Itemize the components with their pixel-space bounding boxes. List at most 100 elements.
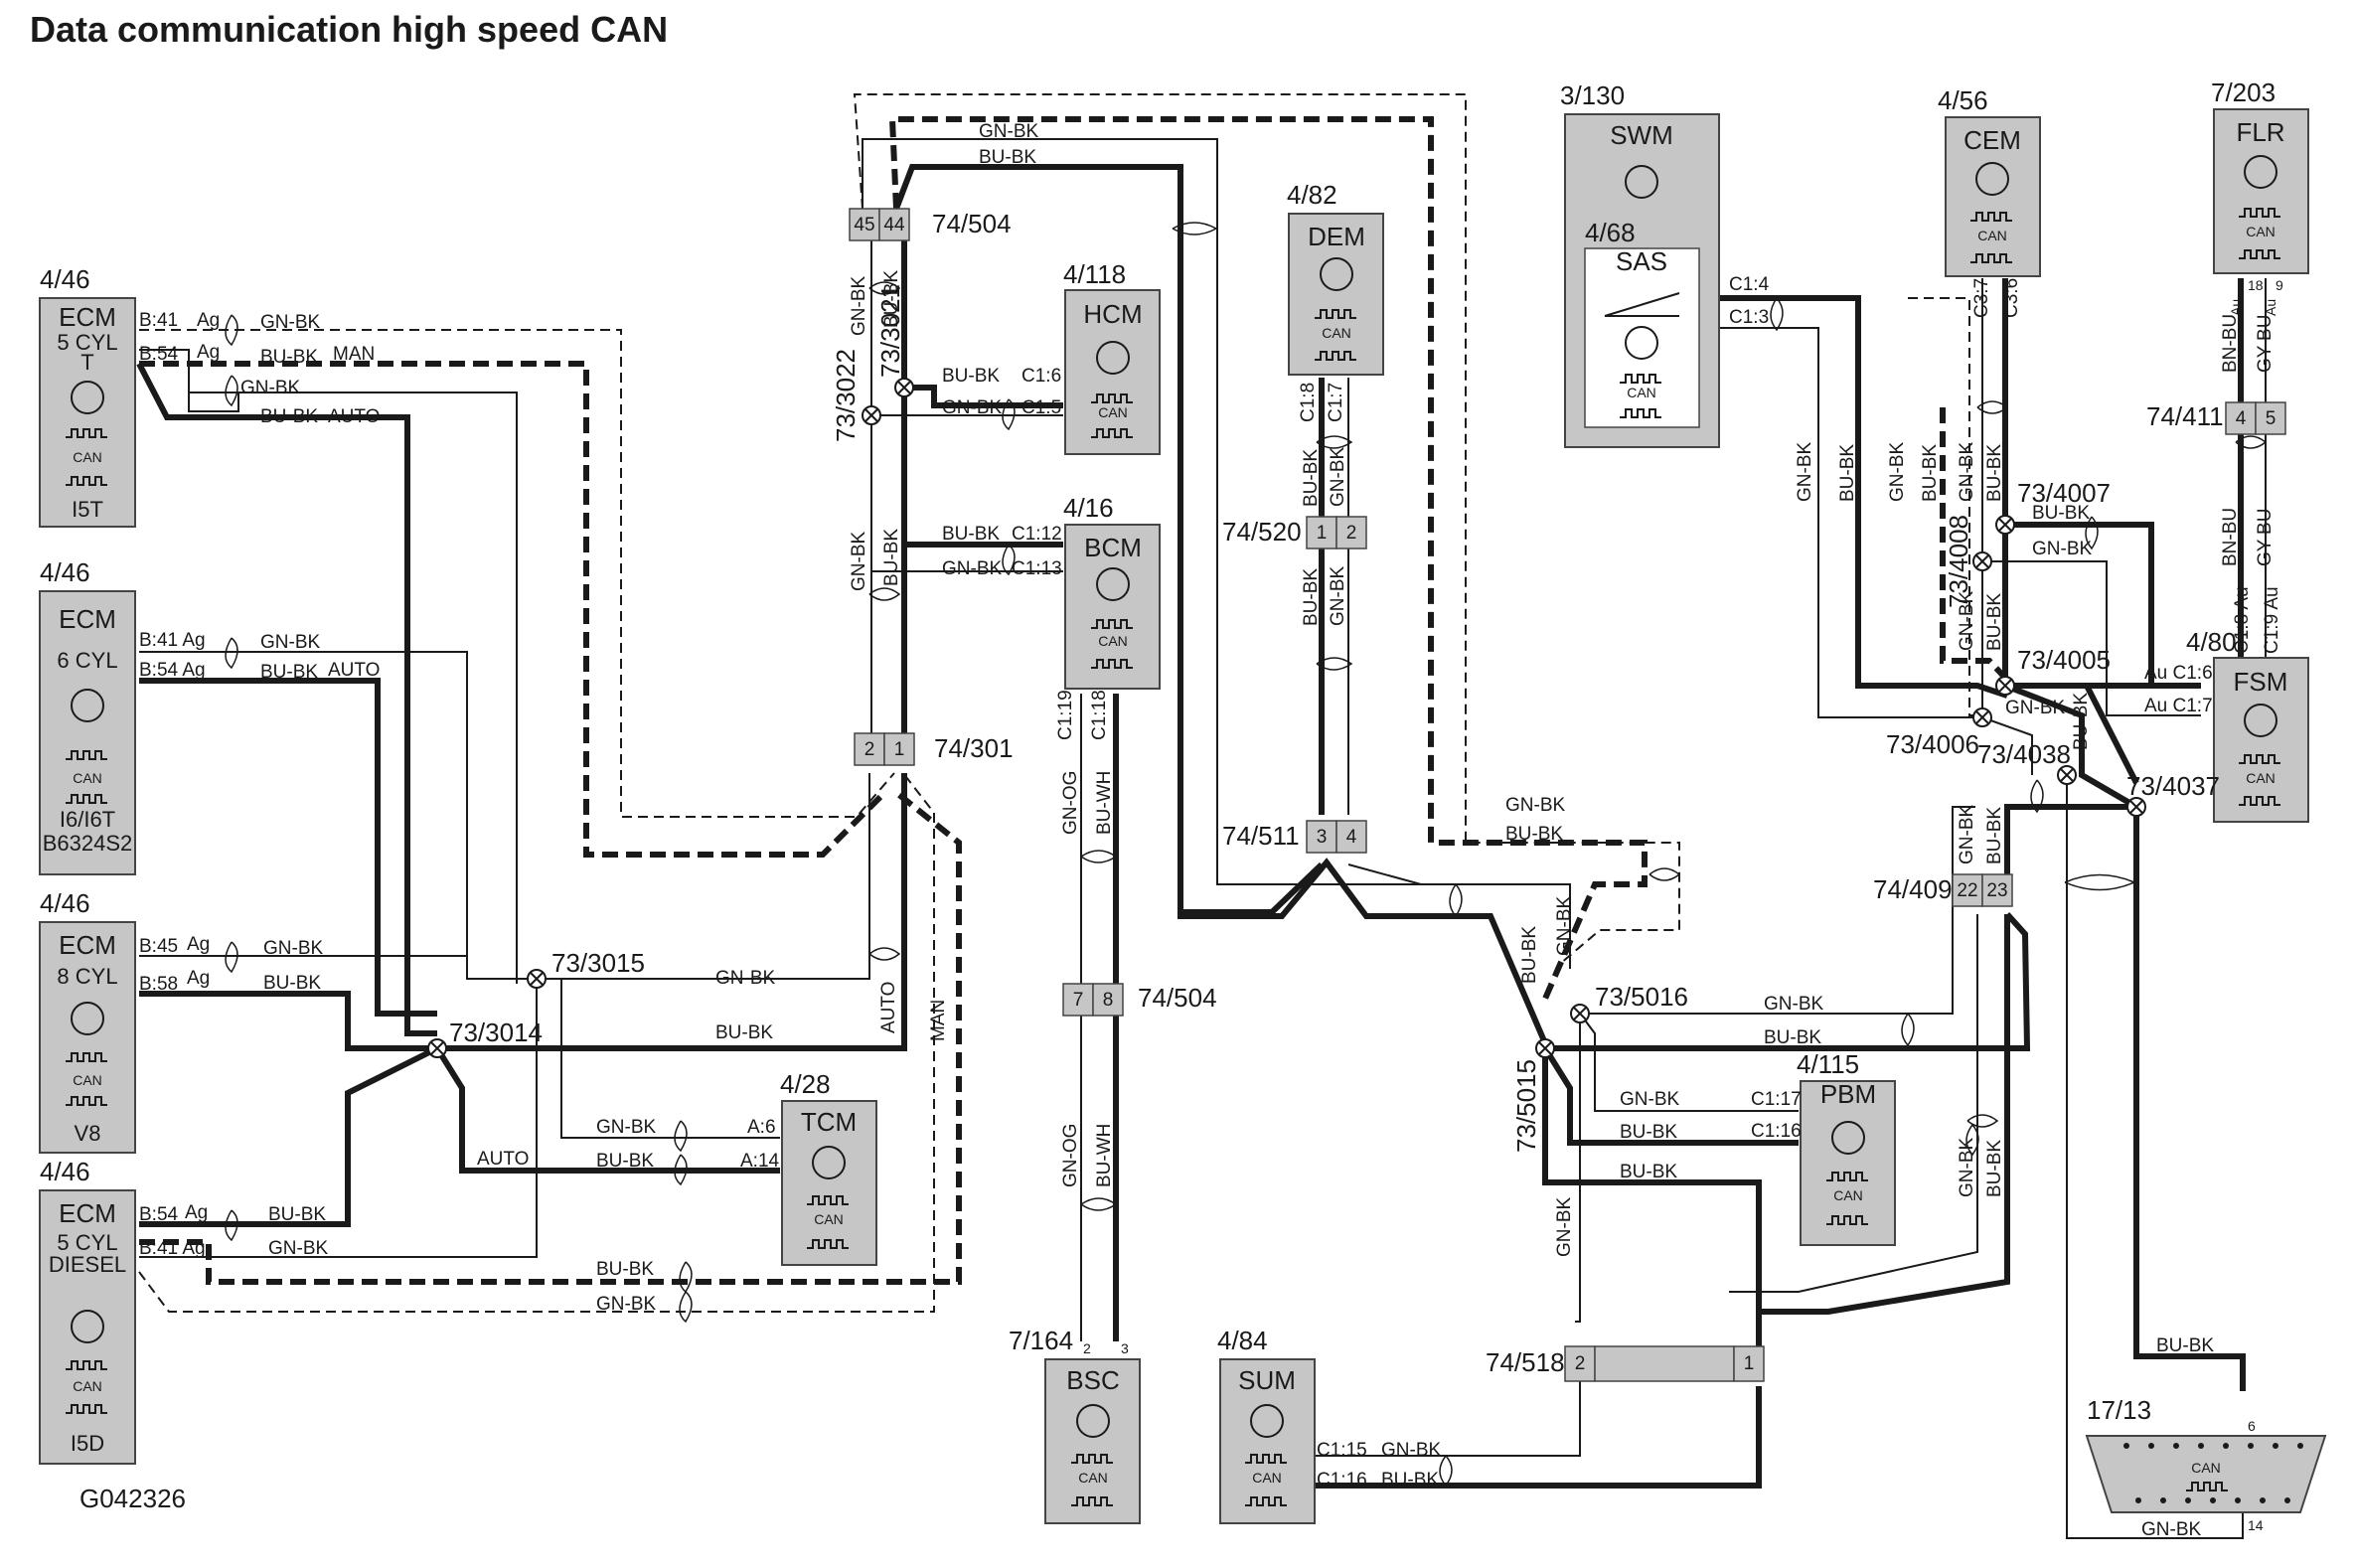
svg-text:4/115: 4/115 bbox=[1797, 1049, 1859, 1079]
transistor-icon bbox=[1320, 257, 1353, 291]
svg-text:I6/I6T: I6/I6T bbox=[60, 807, 115, 832]
transistor-icon bbox=[1975, 162, 2009, 196]
bcm-module: 4/16 BCM CAN C1:12 C1:13 C1:19 C1:18 bbox=[1012, 493, 1161, 740]
angle-sensor-icon bbox=[1604, 292, 1680, 317]
svg-text:BU-BK: BU-BK bbox=[881, 529, 902, 586]
transistor-icon bbox=[71, 1002, 104, 1035]
connector-74-411: 4 5 74/411 bbox=[2146, 401, 2286, 435]
svg-text:73/4006: 73/4006 bbox=[1886, 729, 1979, 759]
svg-text:B:41 Ag: B:41 Ag bbox=[139, 1238, 206, 1259]
transistor-icon bbox=[71, 381, 104, 414]
svg-text:MAN: MAN bbox=[928, 1000, 949, 1041]
svg-text:C1:17: C1:17 bbox=[1751, 1089, 1802, 1110]
splice-labels: 73/3022 73/3021 73/3015 73/3014 73/5016 … bbox=[449, 284, 2220, 1153]
svg-text:C3:6: C3:6 bbox=[2001, 278, 2022, 318]
svg-text:73/4038: 73/4038 bbox=[1977, 739, 2071, 769]
svg-text:GY-BU: GY-BU bbox=[2255, 509, 2276, 566]
svg-text:7: 7 bbox=[1073, 990, 1084, 1011]
svg-text:B:41 Ag: B:41 Ag bbox=[139, 630, 206, 651]
svg-text:BU-BK: BU-BK bbox=[1381, 1470, 1439, 1490]
svg-text:BU-BK: BU-BK bbox=[1620, 1162, 1677, 1182]
svg-text:B:45: B:45 bbox=[139, 936, 178, 957]
svg-text:GN-OG: GN-OG bbox=[1060, 771, 1081, 835]
svg-text:Au: Au bbox=[2263, 299, 2278, 316]
svg-text:BU-BK: BU-BK bbox=[263, 973, 321, 994]
svg-text:DIESEL: DIESEL bbox=[49, 1252, 126, 1277]
svg-text:PBM: PBM bbox=[1820, 1079, 1876, 1109]
splice-4008 bbox=[1972, 551, 1992, 571]
svg-text:GN-BK: GN-BK bbox=[2032, 539, 2093, 559]
svg-text:BU-BK: BU-BK bbox=[1984, 444, 2005, 502]
can-waveform-icon bbox=[1071, 1454, 1113, 1464]
svg-text:74/518: 74/518 bbox=[1486, 1347, 1565, 1377]
svg-text:BN-BU: BN-BU bbox=[2220, 314, 2241, 373]
svg-text:Ag: Ag bbox=[197, 310, 220, 331]
svg-text:CAN: CAN bbox=[1322, 325, 1351, 341]
twist-markers bbox=[225, 222, 2268, 1488]
cem-module: 4/56 CEM CAN C3:7 C3:6 bbox=[1938, 85, 2041, 318]
svg-text:6: 6 bbox=[2248, 1418, 2256, 1434]
svg-text:73/3022: 73/3022 bbox=[831, 349, 861, 442]
svg-text:BU-WH: BU-WH bbox=[1094, 771, 1115, 835]
svg-text:CAN: CAN bbox=[814, 1211, 844, 1227]
svg-text:73/3015: 73/3015 bbox=[551, 948, 645, 978]
svg-text:4/118: 4/118 bbox=[1063, 259, 1126, 289]
svg-text:4/46: 4/46 bbox=[40, 888, 90, 918]
transistor-icon bbox=[1831, 1121, 1865, 1155]
svg-text:5 CYL: 5 CYL bbox=[57, 330, 117, 355]
svg-text:C1:16: C1:16 bbox=[1317, 1470, 1367, 1490]
svg-text:C1:6: C1:6 bbox=[1021, 366, 1061, 387]
svg-text:ECM: ECM bbox=[59, 930, 116, 960]
svg-text:GN-BK: GN-BK bbox=[596, 1294, 657, 1315]
svg-text:4/56: 4/56 bbox=[1938, 85, 1988, 115]
sum-module: 4/84 SUM CAN C1:15 C1:16 bbox=[1217, 1326, 1367, 1524]
svg-text:1: 1 bbox=[1744, 1353, 1755, 1374]
svg-text:GN-BK: GN-BK bbox=[1957, 805, 1977, 865]
svg-text:CAN: CAN bbox=[1977, 228, 2007, 243]
svg-text:44: 44 bbox=[883, 215, 905, 235]
svg-text:BU-BK: BU-BK bbox=[1984, 807, 2005, 864]
svg-text:4/46: 4/46 bbox=[40, 264, 90, 294]
svg-text:74/504: 74/504 bbox=[932, 209, 1012, 238]
svg-text:74/511: 74/511 bbox=[1222, 821, 1300, 851]
svg-text:BU-BK: BU-BK bbox=[1519, 926, 1540, 984]
svg-text:4/28: 4/28 bbox=[780, 1069, 831, 1099]
svg-text:GN-BK: GN-BK bbox=[1887, 442, 1908, 503]
svg-text:GN-BK: GN-BK bbox=[1957, 1138, 1977, 1198]
connector-74-409: 22 23 74/409 bbox=[1873, 873, 2013, 907]
svg-text:CAN: CAN bbox=[1078, 1470, 1108, 1486]
svg-text:2: 2 bbox=[864, 739, 875, 760]
svg-text:BU-BK: BU-BK bbox=[2156, 1335, 2214, 1356]
svg-text:I5D: I5D bbox=[71, 1431, 104, 1456]
svg-text:7/164: 7/164 bbox=[1009, 1326, 1073, 1355]
svg-text:BSC: BSC bbox=[1066, 1365, 1119, 1395]
transistor-icon bbox=[1076, 1404, 1110, 1438]
figure-id: G042326 bbox=[79, 1484, 186, 1513]
svg-text:BU-BK: BU-BK bbox=[268, 1204, 326, 1225]
ecm-i5t-module: 4/46 ECM 5 CYL T CAN I5T B:41 B:54 Ag Ag bbox=[39, 264, 220, 528]
svg-text:A:14: A:14 bbox=[740, 1151, 780, 1172]
can-waveform-icon bbox=[1091, 619, 1133, 629]
svg-text:ECM: ECM bbox=[59, 1198, 116, 1228]
can-waveform-icon bbox=[2239, 208, 2280, 218]
svg-text:GN-BK: GN-BK bbox=[2141, 1519, 2202, 1540]
diagram-title: Data communication high speed CAN bbox=[30, 9, 668, 50]
svg-text:3: 3 bbox=[1121, 1340, 1129, 1356]
svg-text:T: T bbox=[80, 350, 93, 375]
svg-text:GN-BK: GN-BK bbox=[849, 276, 869, 337]
svg-text:GN-BK: GN-BK bbox=[260, 312, 321, 333]
svg-text:74/411: 74/411 bbox=[2146, 401, 2224, 431]
svg-text:3/130: 3/130 bbox=[1560, 80, 1625, 110]
can-waveform-icon bbox=[66, 750, 107, 760]
splice-3022 bbox=[862, 405, 881, 425]
svg-text:CAN: CAN bbox=[2246, 770, 2276, 786]
svg-text:C1:16: C1:16 bbox=[1751, 1121, 1802, 1142]
svg-text:BU-BK: BU-BK bbox=[1301, 568, 1322, 626]
svg-text:MAN: MAN bbox=[333, 344, 375, 365]
svg-text:4/84: 4/84 bbox=[1217, 1326, 1268, 1355]
svg-text:8 CYL: 8 CYL bbox=[57, 964, 117, 989]
svg-text:73/5015: 73/5015 bbox=[1511, 1059, 1541, 1153]
sas-submodule bbox=[1584, 247, 1700, 428]
splice-4007 bbox=[1995, 515, 2015, 535]
